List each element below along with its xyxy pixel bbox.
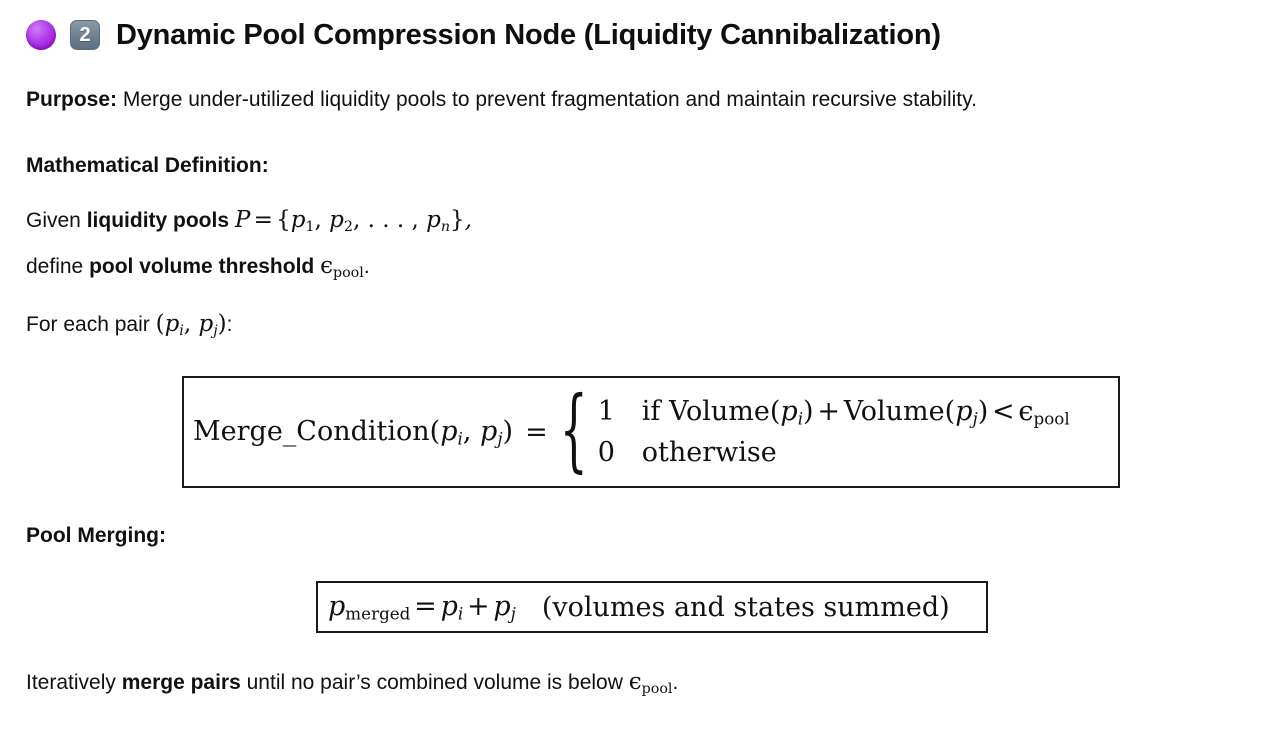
pair-expression: (pi, pj) xyxy=(155,311,227,339)
lhs-arg-pi: p xyxy=(440,415,458,447)
given-bold-term: liquidity pools xyxy=(86,209,230,232)
closing-period: . xyxy=(672,671,679,694)
closing-bold-term: merge pairs xyxy=(121,671,241,694)
purpose-text: Merge under-utilized liquidity pools to … xyxy=(122,88,977,111)
closing-mid-text: until no pair’s combined volume is below xyxy=(246,671,623,694)
set-open-brace: { xyxy=(276,207,291,233)
pool-merging-heading: Pool Merging: xyxy=(26,524,166,547)
comma-2: , xyxy=(352,207,361,233)
purpose-paragraph: Purpose: Merge under-utilized liquidity … xyxy=(26,86,977,114)
case-value-1: 1 xyxy=(597,396,615,428)
lhs-arg-comma: , xyxy=(462,415,472,447)
cases-block: 1 if Volume(pi)+Volume(pj)<ϵpool 0 other… xyxy=(598,396,1070,468)
pair-pi-index: i xyxy=(179,322,184,339)
define-period: . xyxy=(363,255,370,278)
pair-paren-close: ) xyxy=(217,311,227,337)
given-lead: Given xyxy=(26,209,81,232)
for-each-pair-line: For each pair (pi, pj): xyxy=(26,310,232,345)
pair-pj-index: j xyxy=(213,322,218,339)
pair-paren-open: ( xyxy=(155,311,165,337)
comma-1: , xyxy=(314,207,322,233)
purple-circle-icon xyxy=(26,20,56,50)
case-value-0: 0 xyxy=(597,436,615,468)
closing-lead: Iteratively xyxy=(26,671,116,694)
merge-condition-lhs: Merge_Condition(pi, pj) xyxy=(193,415,514,449)
pool-merging-note: (volumes and states summed) xyxy=(541,591,950,623)
pool-pn-index: n xyxy=(440,218,451,235)
for-each-lead: For each pair xyxy=(26,313,150,336)
define-threshold-line: define pool volume threshold ϵpool. xyxy=(26,252,370,287)
lhs-arg-pj-index: j xyxy=(497,428,503,449)
pool-p1: p xyxy=(290,207,306,233)
pair-pi: p xyxy=(164,311,180,337)
lhs-arg-pi-index: i xyxy=(457,428,463,449)
closing-paragraph: Iteratively merge pairs until no pair’s … xyxy=(26,668,678,703)
math-definition-heading: Mathematical Definition: xyxy=(26,154,269,177)
for-each-colon: : xyxy=(226,313,233,336)
given-trailing-comma: , xyxy=(464,207,472,233)
pool-pn: p xyxy=(426,207,441,233)
keycap-two-icon: 2 xyxy=(70,20,100,50)
symbol-capital-p: P xyxy=(234,207,251,233)
define-lead: define xyxy=(26,255,84,278)
merged-pool-expression: pmerged=pi+pj xyxy=(328,590,516,624)
pool-p1-index: 1 xyxy=(305,218,315,235)
equals-sign: = xyxy=(253,207,273,233)
purpose-label: Purpose: xyxy=(26,88,118,111)
pair-pj: p xyxy=(198,311,214,337)
pool-p2: p xyxy=(329,207,344,233)
merge-condition-equals: = xyxy=(525,416,548,448)
case-row-true: 1 if Volume(pi)+Volume(pj)<ϵpool xyxy=(598,396,1070,429)
define-bold-term: pool volume threshold xyxy=(89,255,315,278)
set-close-brace: } xyxy=(450,207,465,233)
case-condition-otherwise: otherwise xyxy=(641,436,777,468)
given-liquidity-pools-line: Given liquidity pools P={p1, p2, . . . ,… xyxy=(26,206,472,241)
page-title: Dynamic Pool Compression Node (Liquidity… xyxy=(116,18,941,51)
case-row-otherwise: 0 otherwise xyxy=(598,437,1070,468)
epsilon-pool-subscript: pool xyxy=(332,264,364,281)
document-header: 2 Dynamic Pool Compression Node (Liquidi… xyxy=(26,14,941,56)
merge-condition-equation-box: Merge_Condition(pi, pj) = { 1 if Volume(… xyxy=(182,376,1120,488)
ellipsis: . . . , xyxy=(367,207,419,233)
pool-p2-index: 2 xyxy=(343,218,353,235)
pair-comma: , xyxy=(183,311,192,337)
lhs-arg-pj: p xyxy=(480,415,498,447)
lhs-paren-close: ) xyxy=(502,415,514,447)
epsilon-pool-symbol: ϵpool xyxy=(320,253,364,281)
cases-brace: { xyxy=(559,378,588,484)
pool-merging-equation-box: pmerged=pi+pj (volumes and states summed… xyxy=(316,581,988,633)
case-condition-1: if Volume(pi)+Volume(pj)<ϵpool xyxy=(641,396,1070,429)
closing-epsilon-pool: ϵpool xyxy=(628,669,673,697)
lhs-paren-open: ( xyxy=(429,415,441,447)
